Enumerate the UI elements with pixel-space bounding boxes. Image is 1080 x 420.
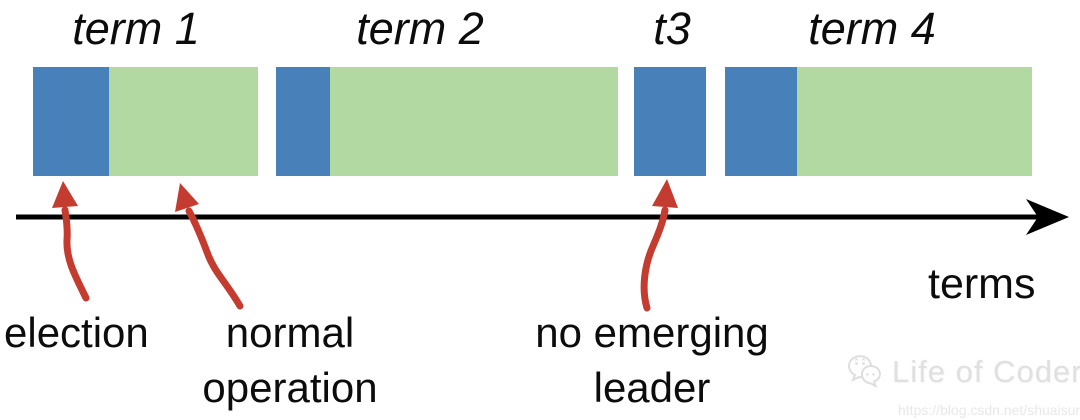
timeline-arrowhead-icon: [1026, 199, 1069, 235]
term-4-label: term 4: [808, 3, 936, 54]
term-3-label: t3: [653, 3, 691, 54]
normal-operation-annotation: normal operation: [202, 305, 377, 415]
normal-operation-line2: operation: [202, 364, 378, 411]
no-emerging-leader-line1: no emerging: [535, 309, 769, 356]
term-1-election-segment: [33, 67, 109, 176]
no-emerging-leader-annotation: no emerging leader: [535, 305, 768, 415]
watermark-brand: Life of Coder: [892, 354, 1080, 389]
term-2-label: term 2: [356, 3, 484, 54]
term-1-normal-operation-segment: [109, 67, 258, 176]
watermark-url: https://blog.csdn.net/shuaisunny: [898, 402, 1080, 418]
watermark: Life of Coder: [846, 353, 1080, 391]
term-4-normal-operation-segment: [797, 67, 1032, 176]
timeline-axis: [16, 199, 1069, 235]
term-3-election-segment: [634, 67, 706, 176]
no-emerging-leader-arrow-icon: [640, 179, 678, 312]
term-4-election-segment: [725, 67, 797, 176]
wechat-icon: [848, 355, 881, 389]
no-emerging-leader-line2: leader: [593, 364, 711, 411]
election-annotation: election: [4, 309, 149, 356]
term-2-normal-operation-segment: [330, 67, 618, 176]
normal-operation-arrow-icon: [175, 183, 244, 310]
term-1-label: term 1: [72, 3, 200, 54]
election-arrow-icon: [52, 181, 90, 302]
normal-operation-line1: normal: [225, 309, 355, 356]
terms-axis-label: terms: [928, 260, 1036, 308]
term-2-election-segment: [276, 67, 330, 176]
